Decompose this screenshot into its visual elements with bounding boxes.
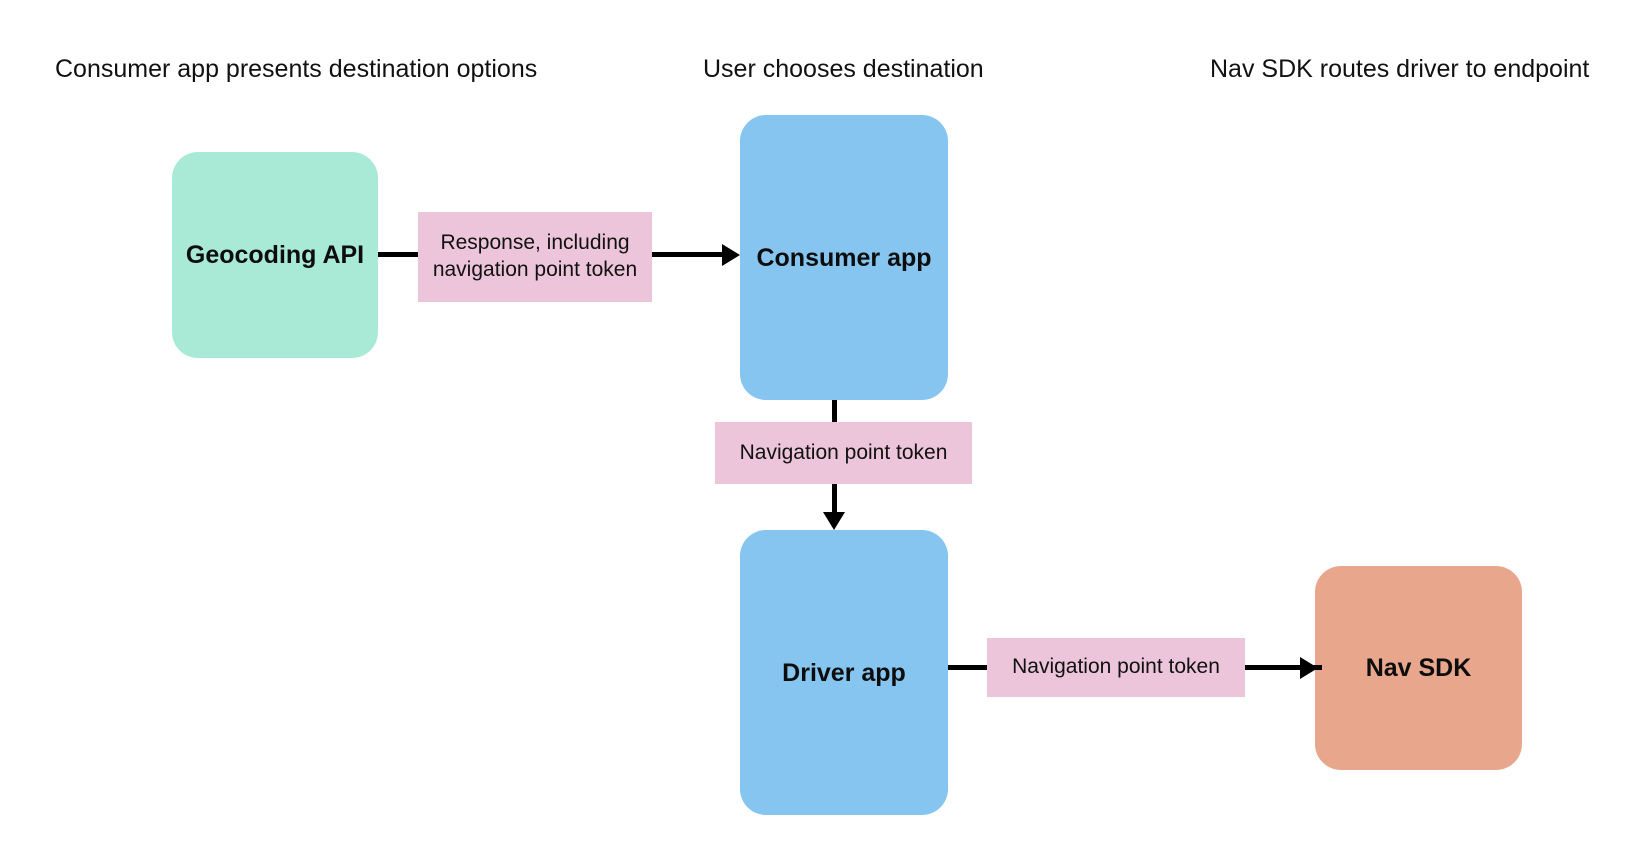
column-header-consumer-app-presents: Consumer app presents destination option… [55, 55, 538, 83]
node-nav-sdk[interactable]: Nav SDK [1315, 566, 1522, 770]
edge-label-navigation-point-token-horizontal: Navigation point token [987, 638, 1245, 697]
node-driver-app[interactable]: Driver app [740, 530, 948, 815]
node-geocoding-api-label: Geocoding API [185, 241, 365, 269]
edge-label-navigation-point-token-vertical-text: Navigation point token [739, 440, 948, 464]
arrowhead-consumer-to-driver-icon [823, 512, 845, 530]
arrowhead-geocoding-to-consumer-icon [722, 244, 740, 266]
edge-label-navigation-point-token-vertical: Navigation point token [715, 422, 972, 484]
column-header-nav-sdk-routes-driver: Nav SDK routes driver to endpoint [1210, 55, 1590, 83]
edge-label-response-text: Response, including navigation point tok… [432, 231, 638, 281]
node-consumer-app[interactable]: Consumer app [740, 115, 948, 400]
edge-label-response-including-navigation-point-token: Response, including navigation point tok… [418, 212, 652, 302]
node-nav-sdk-label: Nav SDK [1365, 654, 1472, 682]
column-header-user-chooses-destination: User chooses destination [703, 55, 984, 83]
node-driver-app-label: Driver app [782, 658, 906, 687]
edge-label-navigation-point-token-horizontal-text: Navigation point token [1012, 655, 1220, 679]
node-geocoding-api[interactable]: Geocoding API [172, 152, 378, 358]
node-consumer-app-label: Consumer app [756, 243, 932, 272]
arrowhead-driver-to-navsdk-icon [1300, 657, 1318, 679]
